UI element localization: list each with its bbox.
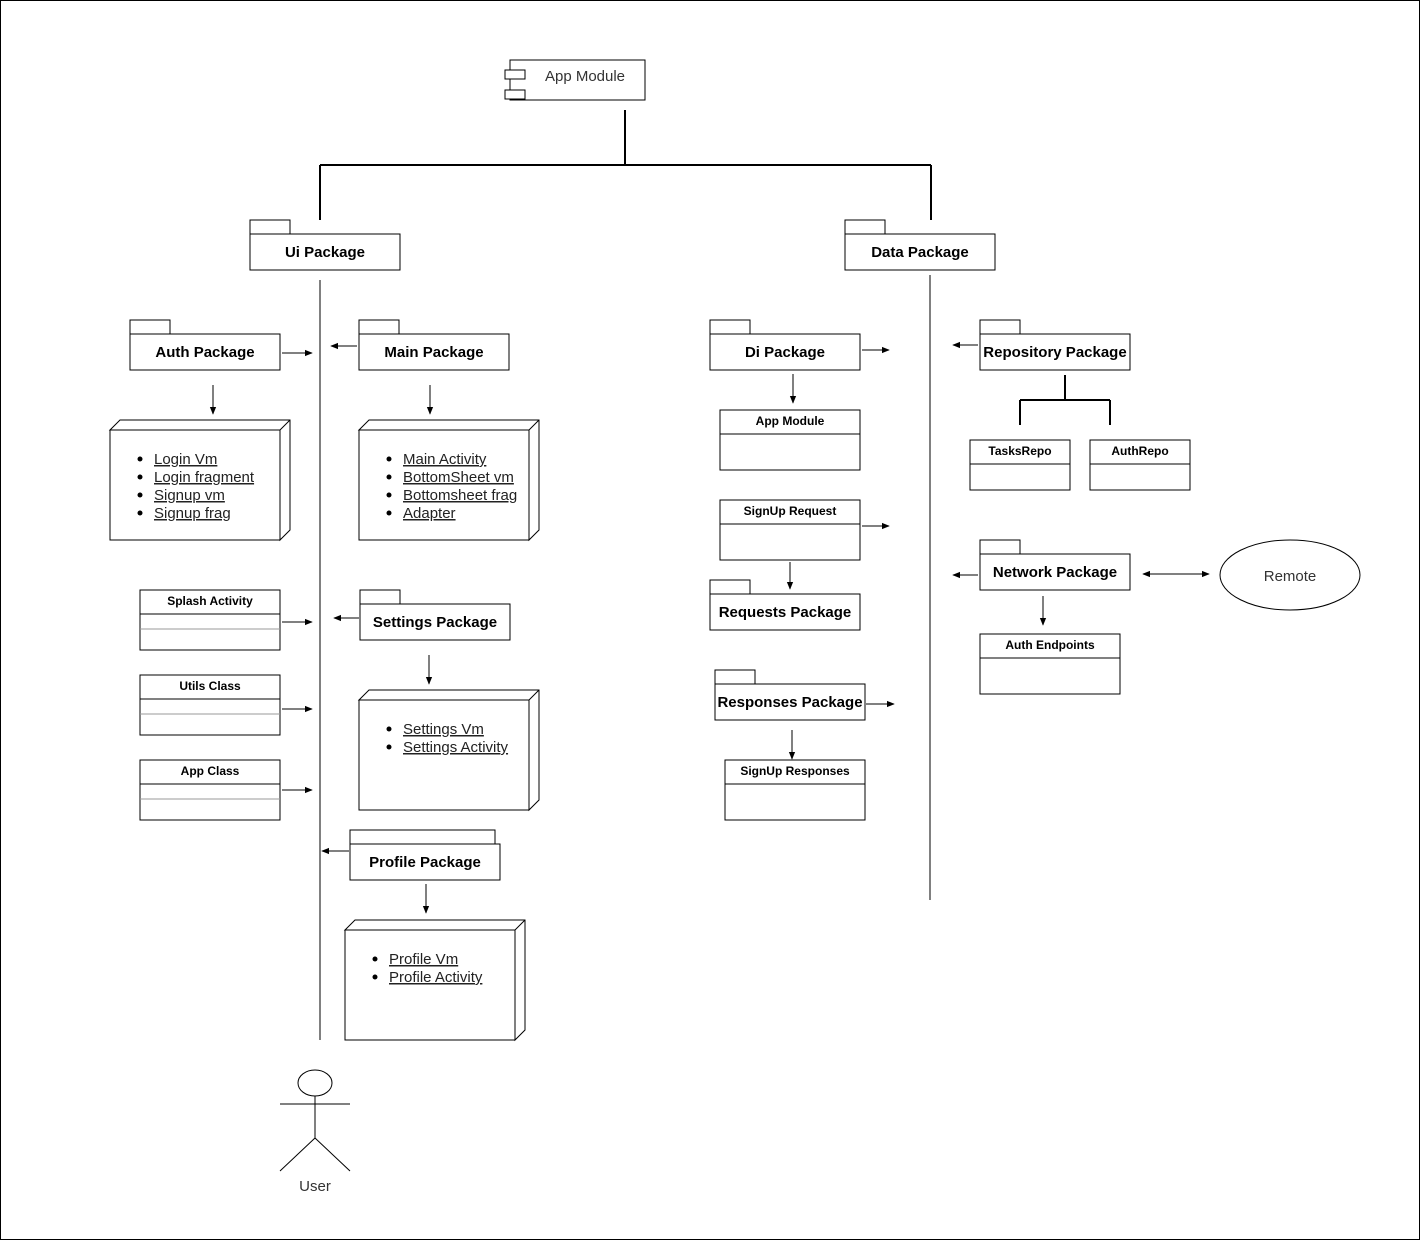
app-module-class-label: App Module [756,414,825,428]
repository-tree-connector [1019,375,1111,425]
signup-request-class[interactable]: SignUp Request [719,499,861,561]
utils-class[interactable]: Utils Class [139,674,281,736]
auth-endpoints-class[interactable]: Auth Endpoints [979,633,1121,695]
app-module-component[interactable]: App Module [504,59,646,101]
tasks-repo-label: TasksRepo [988,444,1051,458]
app-class[interactable]: App Class [139,759,281,821]
node-item[interactable]: BottomSheet vm [403,469,514,486]
settings-package-label: Settings Package [373,614,497,631]
di-package-label: Di Package [745,344,825,361]
main-node: Main Activity BottomSheet vm Bottomsheet… [357,419,540,542]
node-item[interactable]: Signup frag [154,505,231,522]
app-class-label: App Class [181,764,240,778]
node-item[interactable]: Signup vm [154,487,225,504]
repository-package[interactable]: Repository Package [979,319,1131,371]
user-actor-label: User [299,1178,331,1195]
main-package-label: Main Package [384,344,483,361]
node-item[interactable]: Profile Activity [389,969,483,986]
node-item[interactable]: Settings Activity [403,739,509,756]
component-icon [504,89,526,100]
component-icon [504,69,526,80]
remote-label: Remote [1264,568,1317,585]
signup-request-label: SignUp Request [744,504,837,518]
tasks-repo-class[interactable]: TasksRepo [969,439,1071,491]
settings-node: Settings Vm Settings Activity [357,689,540,812]
requests-package-label: Requests Package [719,604,852,621]
node-item[interactable]: Settings Vm [403,721,484,738]
data-package[interactable]: Data Package [844,219,996,271]
signup-responses-label: SignUp Responses [740,764,850,778]
ui-package-label: Ui Package [285,244,365,261]
data-package-label: Data Package [871,244,969,261]
node-item[interactable]: Profile Vm [389,951,458,968]
settings-package[interactable]: Settings Package [359,589,511,641]
splash-activity-label: Splash Activity [167,594,253,608]
profile-node: Profile Vm Profile Activity [343,919,526,1042]
di-package[interactable]: Di Package [709,319,861,371]
node-item[interactable]: Login fragment [154,469,255,486]
user-actor[interactable] [279,1069,351,1172]
node-item[interactable]: Bottomsheet frag [403,487,517,504]
node-item[interactable]: Login Vm [154,451,217,468]
responses-package-label: Responses Package [717,694,862,711]
auth-endpoints-label: Auth Endpoints [1005,638,1095,652]
signup-responses-class[interactable]: SignUp Responses [724,759,866,821]
main-package[interactable]: Main Package [358,319,510,371]
requests-package[interactable]: Requests Package [709,579,861,631]
node-item[interactable]: Main Activity [403,451,487,468]
app-module-label: App Module [545,68,625,85]
utils-class-label: Utils Class [179,679,241,693]
auth-repo-label: AuthRepo [1111,444,1168,458]
profile-package[interactable]: Profile Package [349,829,501,881]
responses-package[interactable]: Responses Package [714,669,866,721]
network-package[interactable]: Network Package [979,539,1131,591]
auth-repo-class[interactable]: AuthRepo [1089,439,1191,491]
remote-node[interactable]: Remote [1219,539,1361,611]
profile-package-label: Profile Package [369,854,481,871]
node-item[interactable]: Adapter [403,505,456,522]
ui-package[interactable]: Ui Package [249,219,401,271]
top-tree-connector [319,110,932,220]
app-module-class[interactable]: App Module [719,409,861,471]
network-package-label: Network Package [993,564,1117,581]
auth-package[interactable]: Auth Package [129,319,281,371]
auth-package-label: Auth Package [155,344,254,361]
auth-node: Login Vm Login fragment Signup vm Signup… [108,419,291,542]
splash-activity-class[interactable]: Splash Activity [139,589,281,651]
repository-package-label: Repository Package [983,344,1126,361]
